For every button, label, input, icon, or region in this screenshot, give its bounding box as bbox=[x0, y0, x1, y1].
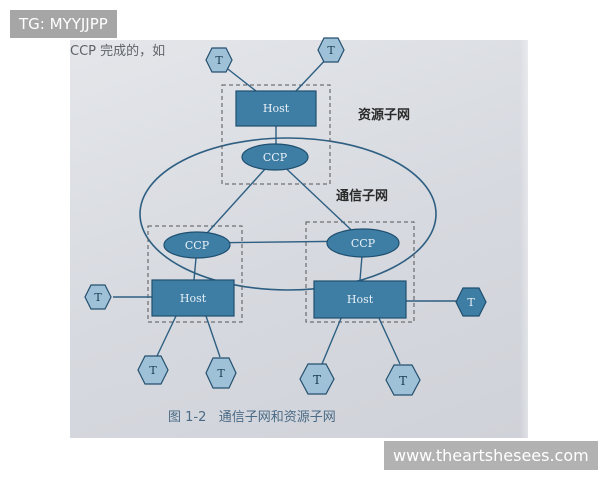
ccp-top: CCP bbox=[241, 143, 309, 171]
terminal-bottom-3-label: T bbox=[313, 373, 321, 387]
terminal-left: T bbox=[84, 284, 112, 310]
link-host-right-t5 bbox=[321, 315, 343, 365]
figure-caption: 图 1-2 通信子网和资源子网 bbox=[168, 410, 336, 425]
ccp-top-label: CCP bbox=[263, 151, 288, 164]
watermark-top-left: TG: MYYJJPP bbox=[10, 10, 117, 38]
terminal-bottom-4-label: T bbox=[399, 374, 407, 388]
terminal-top-2: T bbox=[317, 37, 345, 63]
ccp-top-shape bbox=[241, 143, 309, 171]
link-ccp-right-host-right bbox=[359, 255, 363, 281]
terminal-bottom-2-shape bbox=[205, 357, 237, 389]
comm-subnet-ellipse bbox=[139, 137, 437, 291]
link-host-right-t6 bbox=[377, 315, 401, 365]
host-top-box bbox=[235, 90, 317, 127]
host-left-label: Host bbox=[180, 292, 207, 305]
terminal-bottom-2: T bbox=[205, 357, 237, 389]
watermark-bottom-right: www.theartshesees.com bbox=[384, 441, 598, 470]
host-top-label: Host bbox=[263, 102, 290, 115]
terminal-bottom-2-label: T bbox=[217, 367, 225, 380]
host-group-right bbox=[305, 221, 415, 323]
host-right-label: Host bbox=[347, 293, 374, 306]
terminal-right-shape bbox=[455, 287, 487, 317]
host-right: Host bbox=[313, 280, 407, 319]
terminal-bottom-4-shape bbox=[385, 364, 421, 396]
ccp-left-shape bbox=[163, 231, 231, 259]
terminal-bottom-1: T bbox=[137, 355, 169, 385]
terminal-top-1-shape bbox=[205, 47, 233, 73]
comm-subnet-label: 通信子网 bbox=[336, 188, 388, 204]
ccp-right: CCP bbox=[326, 228, 400, 258]
link-host-left-t3 bbox=[156, 315, 177, 357]
terminal-bottom-3-shape bbox=[299, 363, 335, 395]
ccp-right-shape bbox=[326, 228, 400, 258]
terminal-right: T bbox=[455, 287, 487, 317]
page-edge bbox=[520, 40, 528, 438]
ccp-left: CCP bbox=[163, 231, 231, 259]
terminal-left-shape bbox=[84, 284, 112, 310]
terminal-bottom-4: T bbox=[385, 364, 421, 396]
terminal-right-label: T bbox=[467, 296, 475, 309]
host-right-box bbox=[313, 280, 407, 319]
host-left-box bbox=[151, 279, 235, 317]
link-ccp-top-ccp-left bbox=[197, 157, 276, 244]
resource-subnet-label: 资源子网 bbox=[358, 107, 410, 123]
ccp-left-label: CCP bbox=[185, 239, 210, 252]
link-ccp-top-ccp-right bbox=[274, 157, 364, 242]
terminal-top-1-label: T bbox=[215, 54, 223, 67]
host-group-left bbox=[147, 225, 243, 323]
terminal-top-1: T bbox=[205, 47, 233, 73]
terminal-bottom-1-shape bbox=[137, 355, 169, 385]
page-top-text: CCP 完成的，如 bbox=[70, 44, 166, 59]
host-top: Host bbox=[235, 90, 317, 127]
host-left: Host bbox=[151, 279, 235, 317]
host-group-top bbox=[221, 84, 331, 185]
terminal-bottom-3: T bbox=[299, 363, 335, 395]
terminal-top-2-shape bbox=[317, 37, 345, 63]
link-ccp-left-host-left bbox=[193, 257, 197, 281]
terminal-top-2-label: T bbox=[327, 44, 335, 57]
link-host-left-t4 bbox=[205, 315, 221, 358]
terminal-left-label: T bbox=[94, 291, 102, 304]
ccp-right-label: CCP bbox=[351, 237, 376, 250]
link-host-top-t1 bbox=[223, 65, 257, 92]
terminal-bottom-1-label: T bbox=[149, 364, 157, 377]
